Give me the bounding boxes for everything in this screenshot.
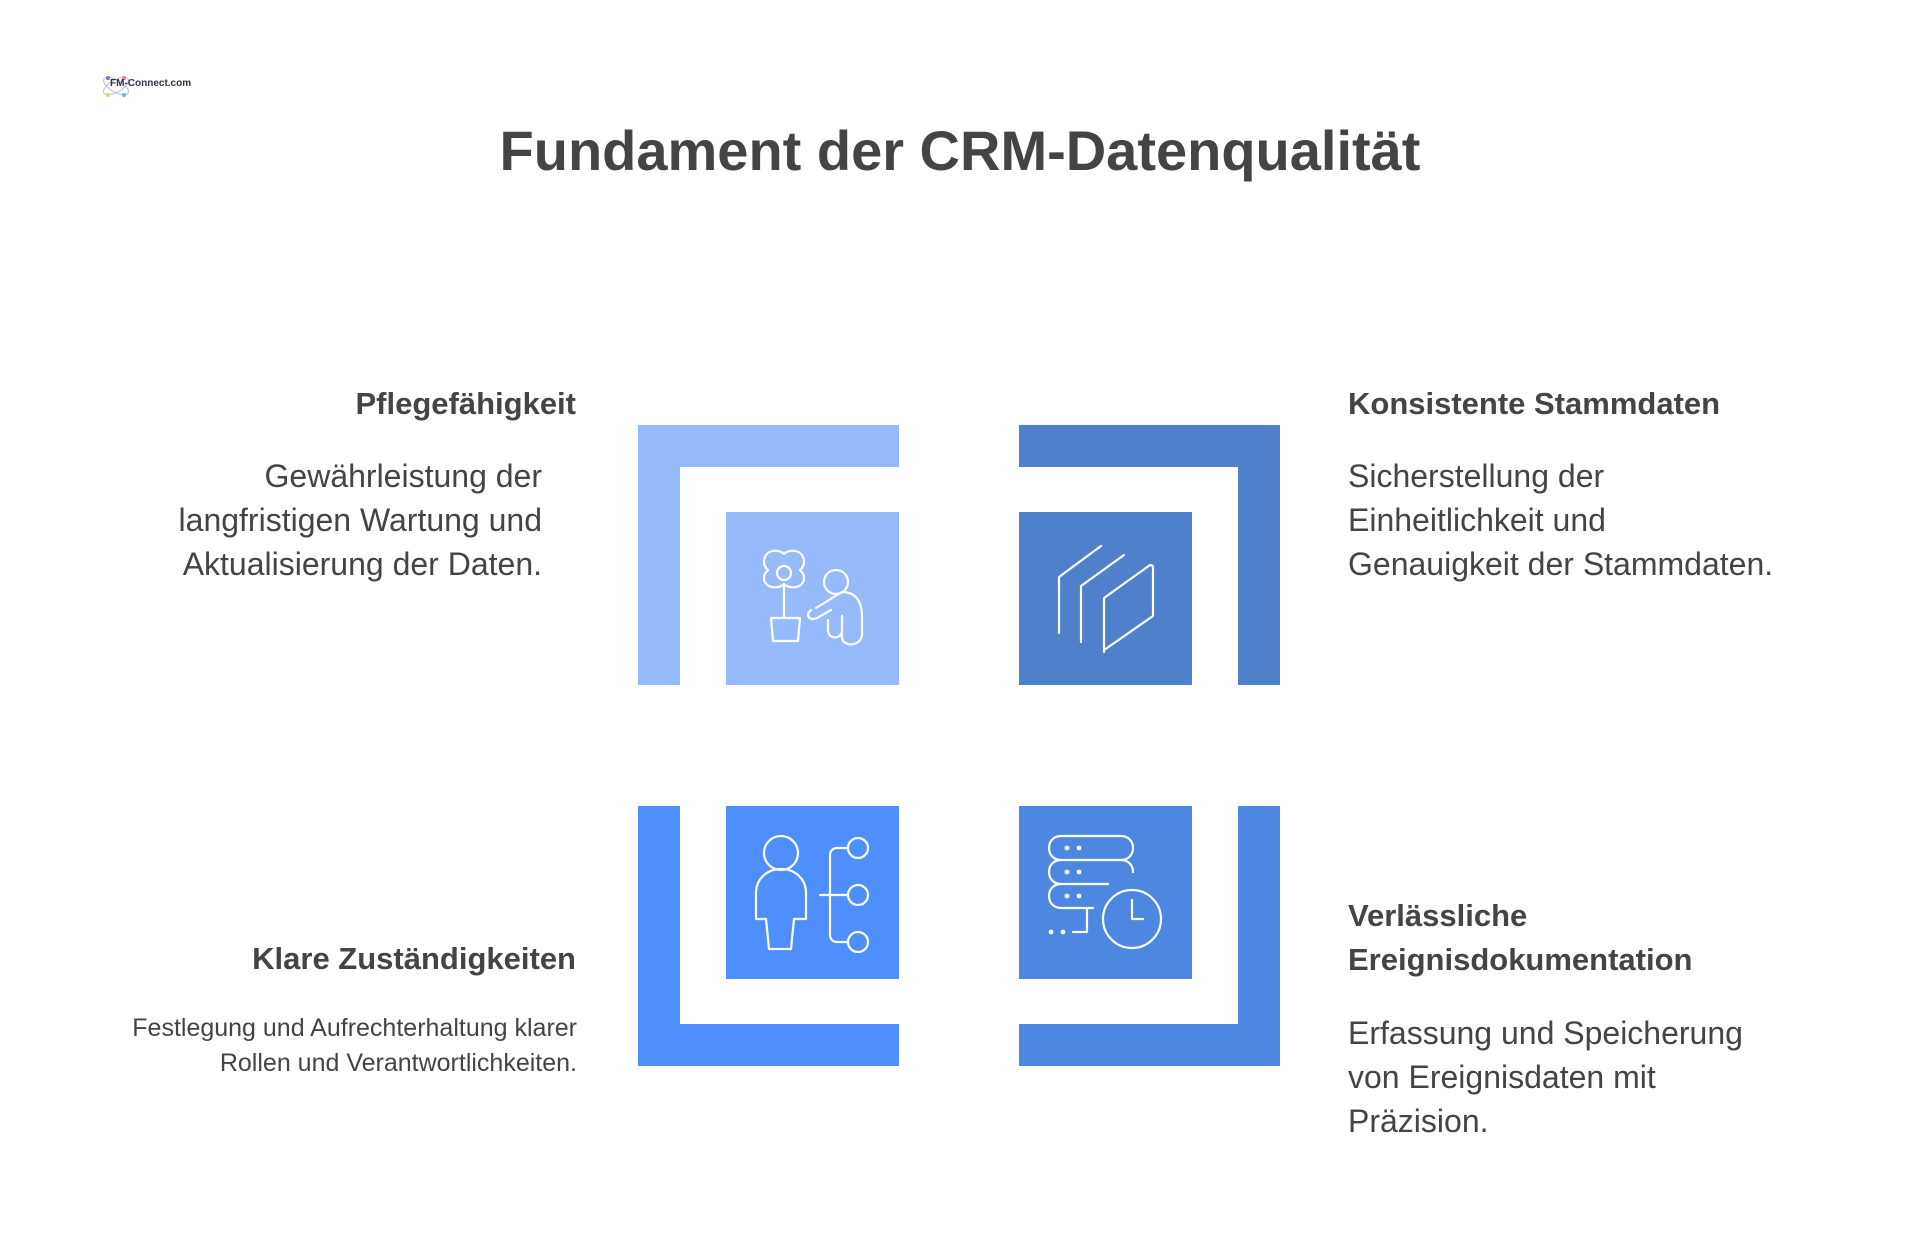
bracket-top (638, 425, 899, 467)
logo-graphic (103, 76, 129, 97)
description-line: Festlegung und Aufrechterhaltung klarer (132, 1014, 577, 1042)
logo-text: FM-Connect.com (110, 78, 192, 89)
description-line: Aktualisierung der Daten. (182, 546, 542, 582)
description: Gewährleistung der langfristigen Wartung… (0, 454, 542, 586)
heading: Verlässliche Ereignisdokumentation (1348, 894, 1692, 982)
description-line: langfristigen Wartung und (178, 502, 542, 538)
bracket-left (638, 806, 680, 1066)
heading-line: Verlässliche (1348, 898, 1528, 933)
description: Sicherstellung der Einheitlichkeit und G… (1348, 454, 1773, 586)
heading: Klare Zuständigkeiten (252, 941, 576, 976)
plant-care-icon (762, 549, 864, 646)
description: Erfassung und Speicherung von Ereignisda… (1348, 1011, 1743, 1143)
bracket-left (638, 425, 680, 685)
description-line: Präzision. (1348, 1103, 1489, 1139)
icon-tile (726, 512, 899, 685)
bracket-top (1019, 425, 1280, 467)
description-line: Rollen und Verantwortlichkeiten. (219, 1049, 577, 1077)
description-line: Erfassung und Speicherung (1348, 1015, 1743, 1051)
heading: Pflegefähigkeit (355, 386, 577, 421)
logo: FM-Connect.com (98, 70, 191, 102)
layers-icon (1057, 544, 1155, 654)
description-line: Genauigkeit der Stammdaten. (1348, 546, 1774, 582)
description-line: Sicherstellung der (1348, 458, 1605, 494)
description-line: von Ereignisdaten mit (1348, 1059, 1656, 1095)
person-hierarchy-icon (754, 834, 870, 954)
server-clock-icon (1047, 834, 1163, 950)
bracket-right (1238, 806, 1280, 1066)
page-title: Fundament der CRM-Datenqualität (499, 119, 1421, 182)
description-line: Einheitlichkeit und (1348, 502, 1606, 538)
icon-tile (726, 806, 899, 979)
bracket-bottom (1019, 1024, 1280, 1066)
icon-tile (1019, 512, 1192, 685)
icon-tile (1019, 806, 1192, 979)
heading: Konsistente Stammdaten (1348, 386, 1721, 421)
description: Festlegung und Aufrechterhaltung klarer … (0, 1011, 577, 1081)
description-line: Gewährleistung der (264, 458, 542, 494)
bracket-right (1238, 425, 1280, 685)
bracket-bottom (638, 1024, 899, 1066)
heading-line: Ereignisdokumentation (1348, 942, 1693, 977)
